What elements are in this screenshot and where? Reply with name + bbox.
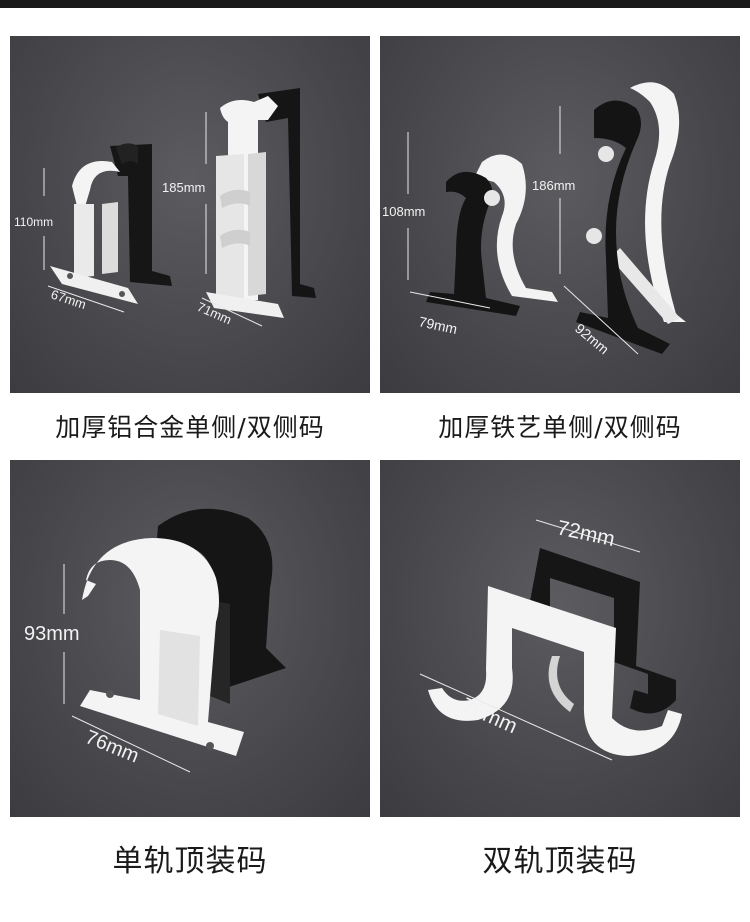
dimension-lines xyxy=(43,112,263,327)
white-double-rail-bracket xyxy=(428,586,682,756)
white-double-bracket xyxy=(206,96,284,318)
caption-double-rail: 双轨顶装码 xyxy=(482,844,638,879)
white-single-bracket xyxy=(50,161,138,304)
black-single-bracket xyxy=(110,143,172,286)
dim-110mm: 110mm xyxy=(14,215,53,229)
dim-93mm: 93mm xyxy=(24,623,80,645)
dim-108mm: 108mm xyxy=(382,204,425,219)
panel-single-rail: 93mm 76mm xyxy=(10,460,370,817)
white-iron-double-bracket xyxy=(610,82,686,324)
caption-aluminum: 加厚铝合金单侧/双侧码 xyxy=(55,413,325,442)
dimension-lines-single-rail xyxy=(63,564,191,773)
dim-67mm: 67mm xyxy=(49,287,88,312)
white-top-mount-bracket xyxy=(80,538,244,756)
dim-79mm: 79mm xyxy=(417,313,458,337)
dim-185mm: 185mm xyxy=(162,180,205,195)
top-dark-bar xyxy=(0,0,750,8)
aluminum-brackets-photo: 110mm 67mm 185mm 71mm xyxy=(14,88,316,327)
iron-brackets-photo: 108mm 79mm 186mm 92mm xyxy=(382,82,686,357)
dim-186mm: 186mm xyxy=(532,178,575,193)
dim-72mm: 72mm xyxy=(555,516,617,551)
white-iron-single-bracket xyxy=(474,154,558,302)
black-iron-single-bracket xyxy=(426,171,520,316)
black-iron-double-bracket xyxy=(576,100,670,355)
panel-iron-brackets: 108mm 79mm 186mm 92mm xyxy=(380,36,740,393)
double-rail-photo: 72mm 76mm xyxy=(419,516,682,761)
dimension-lines-iron xyxy=(407,106,639,355)
panel-double-rail: 72mm 76mm xyxy=(380,460,740,817)
panel-aluminum-brackets: 110mm 67mm 185mm 71mm xyxy=(10,36,370,393)
dim-76mm-single: 76mm xyxy=(82,726,142,767)
black-double-rail-bracket xyxy=(528,548,676,714)
dimension-lines-double-rail xyxy=(419,519,641,761)
caption-iron: 加厚铁艺单侧/双侧码 xyxy=(438,413,682,442)
caption-single-rail: 单轨顶装码 xyxy=(112,844,268,879)
single-rail-photo: 93mm 76mm xyxy=(24,508,286,773)
